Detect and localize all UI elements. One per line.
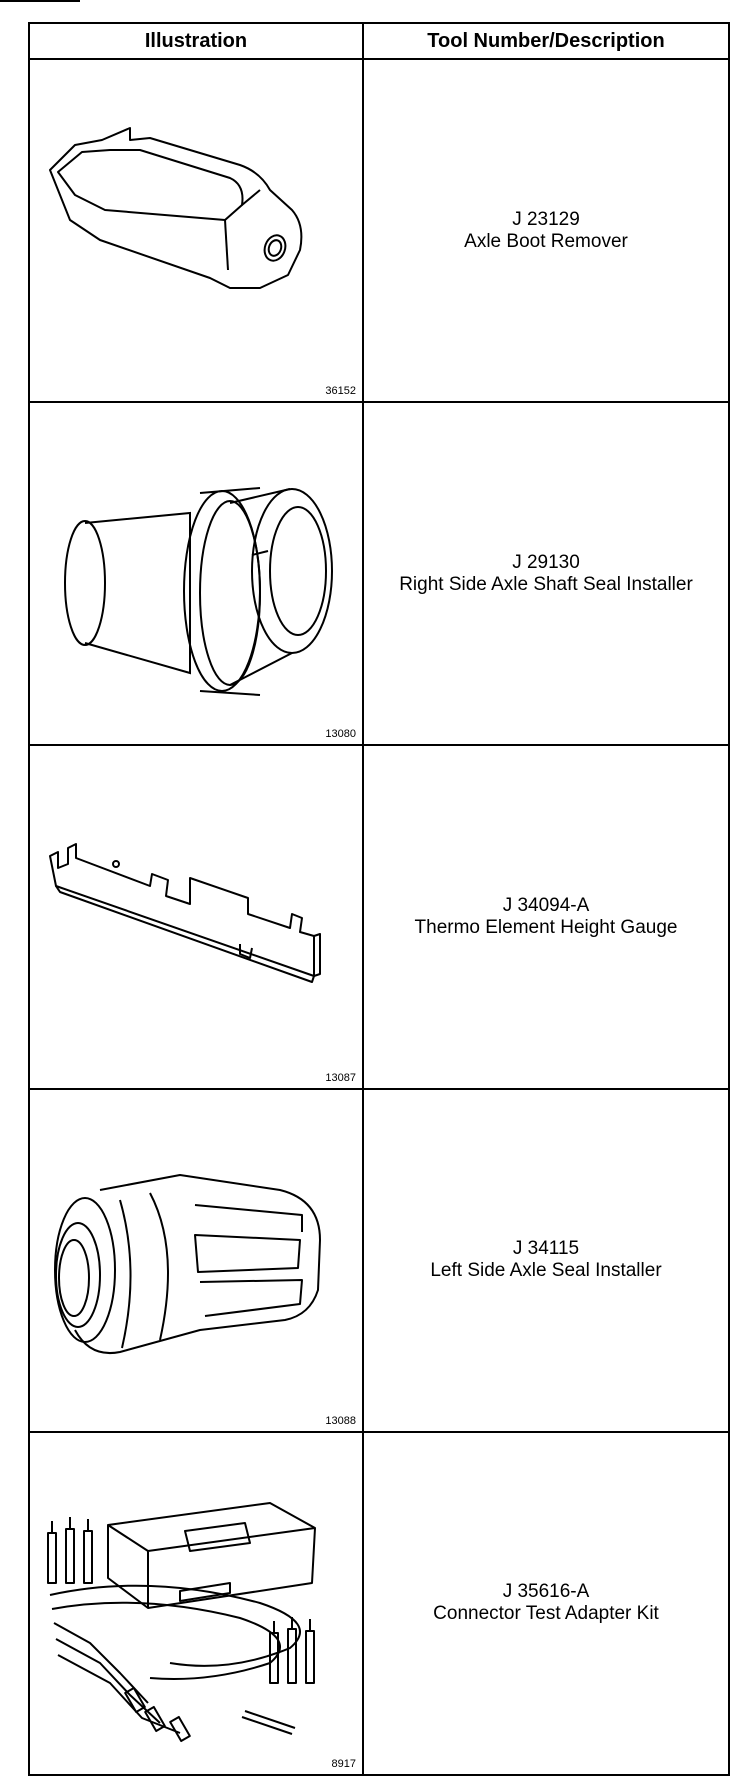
top-rule <box>0 0 80 2</box>
table-row: 36152 J 23129 Axle Boot Remover <box>28 57 730 404</box>
header-tool-number: Tool Number/Description <box>362 22 730 60</box>
figure-number: 36152 <box>325 385 356 398</box>
header-illustration: Illustration <box>28 22 364 60</box>
illustration-cell: 36152 <box>28 57 364 404</box>
illustration-cell: 13088 <box>28 1087 364 1433</box>
tool-description-cell: J 34094-A Thermo Element Height Gauge <box>362 744 730 1090</box>
axle-boot-remover-icon <box>49 127 303 289</box>
axle-seal-installer-icon <box>54 1173 321 1354</box>
tool-name: Thermo Element Height Gauge <box>414 916 678 938</box>
tool-description-cell: J 23129 Axle Boot Remover <box>362 57 730 404</box>
tool-name: Left Side Axle Seal Installer <box>430 1260 662 1282</box>
connector-test-kit-icon <box>47 1501 316 1742</box>
illustration-cell: 13087 <box>28 744 364 1090</box>
tool-name: Right Side Axle Shaft Seal Installer <box>399 573 693 595</box>
figure-number: 13080 <box>325 728 356 741</box>
tool-description-cell: J 34115 Left Side Axle Seal Installer <box>362 1087 730 1433</box>
header-row: Illustration Tool Number/Description <box>28 22 730 60</box>
tool-number: J 34115 <box>512 1238 580 1260</box>
illustration-cell: 8917 <box>28 1430 364 1777</box>
tool-number: J 35616-A <box>502 1581 590 1603</box>
tool-description-cell: J 35616-A Connector Test Adapter Kit <box>362 1430 730 1777</box>
tool-name: Connector Test Adapter Kit <box>433 1603 659 1625</box>
tool-number: J 29130 <box>512 551 580 573</box>
illustration-cell: 13080 <box>28 401 364 747</box>
table-row: 13087 J 34094-A Thermo Element Height Ga… <box>28 744 730 1090</box>
table-row: 8917 J 35616-A Connector Test Adapter Ki… <box>28 1430 730 1777</box>
figure-number: 8917 <box>331 1758 356 1770</box>
tools-table: Illustration Tool Number/Description 361 <box>28 22 730 1777</box>
axle-shaft-seal-installer-icon <box>64 487 333 697</box>
figure-number: 13087 <box>325 1071 356 1084</box>
tool-number: J 34094-A <box>502 894 590 916</box>
height-gauge-icon <box>49 843 321 984</box>
table-row: 13088 J 34115 Left Side Axle Seal Instal… <box>28 1087 730 1433</box>
tool-name: Axle Boot Remover <box>464 230 628 252</box>
table-row: 13080 J 29130 Right Side Axle Shaft Seal… <box>28 401 730 747</box>
tool-number: J 23129 <box>512 208 580 230</box>
figure-number: 13088 <box>325 1414 356 1427</box>
tool-description-cell: J 29130 Right Side Axle Shaft Seal Insta… <box>362 401 730 747</box>
